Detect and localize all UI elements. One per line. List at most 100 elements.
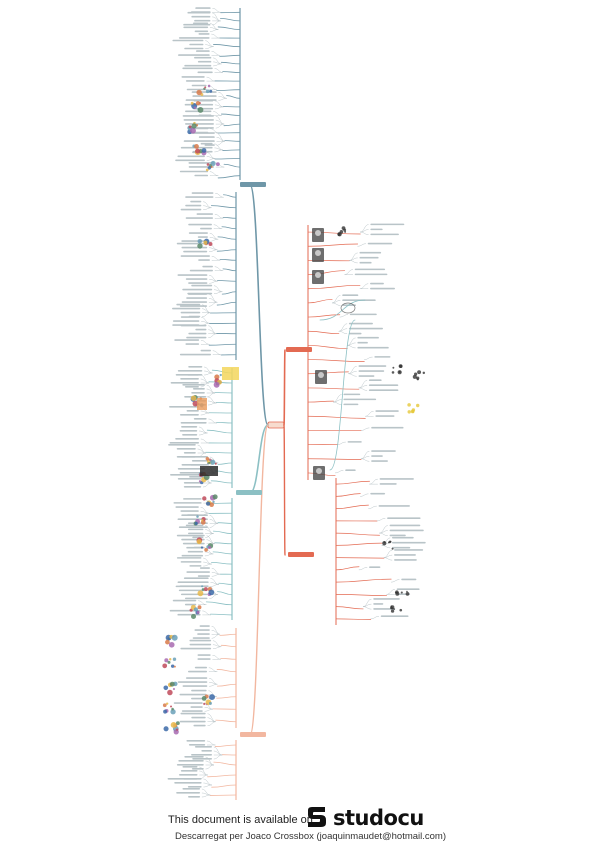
leaf-label — [343, 403, 359, 406]
leaf-label — [172, 599, 197, 602]
central-node — [267, 421, 285, 429]
leaf-label — [176, 303, 201, 306]
thumbnail-dot — [196, 539, 202, 545]
leaf-label — [177, 155, 205, 158]
leaf-connector — [212, 655, 221, 660]
leaf-label — [182, 434, 198, 436]
leaf-label — [198, 136, 215, 138]
leaf-connector — [206, 392, 216, 398]
leaf-label — [192, 758, 212, 760]
leaf-label — [371, 426, 404, 429]
leaf-label — [179, 353, 211, 356]
thumbnail-dot — [390, 606, 393, 610]
leaf-connector — [331, 302, 341, 306]
leaf-connector — [204, 553, 214, 557]
leaf-label — [183, 452, 196, 454]
leaf-label — [186, 740, 206, 742]
leaf-label — [191, 192, 214, 194]
leaf-label — [191, 91, 217, 93]
sub-connector — [213, 44, 241, 48]
thumbnail-dot — [422, 371, 426, 375]
leaf-connector — [211, 51, 220, 56]
studocu-brand[interactable]: studocu — [333, 806, 424, 830]
thumbnail-dot — [391, 371, 395, 374]
leaf-connector — [213, 224, 223, 229]
thumbnail-dot — [398, 370, 401, 373]
leaf-label — [342, 294, 359, 297]
leaf-label — [175, 506, 199, 508]
leaf-label — [194, 746, 212, 748]
leaf-label — [375, 415, 395, 417]
leaf-label — [185, 123, 214, 125]
leaf-label — [183, 140, 215, 142]
thumbnail-dot — [190, 127, 196, 134]
thumbnail-dot — [337, 232, 341, 236]
leaf-connector — [214, 266, 224, 271]
leaf-label — [183, 26, 209, 29]
leaf-label — [180, 378, 199, 380]
leaf-label — [186, 88, 207, 91]
leaf-label — [394, 554, 416, 556]
leaf-label — [181, 464, 206, 466]
leaf-label — [180, 510, 199, 512]
leaf-label — [368, 379, 382, 382]
thumbnail-dot — [190, 101, 194, 105]
leaf-label — [185, 677, 208, 679]
thumbnail-dot — [203, 240, 208, 245]
leaf-label — [182, 542, 205, 545]
leaf-connector — [362, 606, 372, 610]
sub-connector — [335, 480, 370, 485]
leaf-label — [201, 750, 212, 752]
leaf-label — [183, 577, 209, 580]
thumbnail-dot — [410, 409, 415, 414]
leaf-connector — [214, 147, 223, 151]
thumbnail-dot — [170, 721, 177, 728]
leaf-label — [199, 567, 210, 569]
leaf-connector — [214, 68, 223, 73]
leaf-connector — [209, 171, 219, 176]
thumbnail-dot — [207, 84, 211, 88]
leaf-label — [192, 95, 217, 97]
branch-node — [240, 182, 266, 187]
studocu-logo-icon[interactable] — [305, 806, 329, 828]
leaf-label — [181, 514, 208, 517]
leaf-label — [179, 774, 198, 776]
branch-connector — [283, 424, 286, 556]
sub-connector — [214, 158, 241, 160]
thumbnail-dot — [214, 462, 217, 465]
sub-connector — [319, 299, 366, 321]
leaf-label — [187, 670, 208, 673]
leaf-connector — [213, 63, 222, 67]
leaf-label — [184, 47, 204, 50]
sub-connector — [221, 291, 237, 295]
leaf-label — [177, 478, 202, 480]
thumbnail-dot — [389, 540, 392, 543]
leaf-label — [202, 265, 213, 268]
leaf-connector — [357, 243, 366, 247]
leaf-label — [373, 608, 396, 610]
leaf-label — [375, 410, 399, 412]
leaf-label — [178, 760, 204, 762]
sub-connector — [216, 301, 237, 306]
leaf-connector — [216, 141, 226, 146]
leaf-connector — [369, 478, 378, 485]
leaf-label — [186, 571, 210, 573]
sub-connector — [335, 493, 361, 497]
leaf-label — [180, 422, 207, 424]
branch-node — [286, 347, 312, 352]
leaf-label — [197, 60, 212, 63]
leaf-label — [188, 166, 215, 168]
thumbnail-dot — [197, 238, 203, 244]
leaf-label — [182, 67, 213, 70]
leaf-connector — [359, 283, 369, 289]
leaf-connector — [376, 518, 386, 522]
leaf-connector — [347, 345, 356, 349]
leaf-connector — [203, 207, 212, 210]
leaf-connector — [200, 340, 210, 345]
leaf-label — [184, 603, 197, 606]
thumbnail-dot — [165, 639, 170, 645]
sub-connector — [210, 205, 237, 209]
leaf-connector — [213, 61, 222, 65]
sub-connector — [224, 140, 241, 142]
